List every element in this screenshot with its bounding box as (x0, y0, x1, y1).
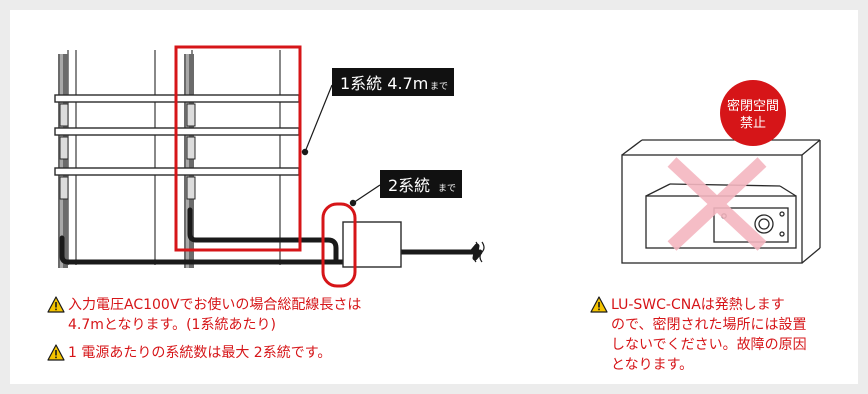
led-fixtures (59, 103, 196, 200)
badge-line2: 禁止 (740, 116, 766, 131)
note-left-1: 入力電圧AC100Vでお使いの場合総配線長さは 4.7mとなります。(1系統あた… (47, 295, 517, 335)
one-system-highlight (174, 45, 302, 252)
prohibited-cross-icon (667, 157, 767, 251)
wiring-illustration: 1系統 4.7m まで 2系統 まで (54, 45, 821, 288)
callout-two-system-main: 2系統 (388, 176, 430, 195)
power-supply-box (342, 221, 402, 268)
cable-break-marks (473, 241, 485, 263)
callout-two-system-suffix: まで (438, 183, 456, 194)
callout-one-system: 1系統 4.7m まで (332, 68, 454, 96)
warning-icon (47, 296, 65, 313)
callout-one-system-suffix: まで (430, 81, 448, 92)
note-left-2-text: 1 電源あたりの系統数は最大 2系統です。 (68, 345, 332, 361)
callout-two-system: 2系統 まで (380, 170, 462, 198)
warning-icon (590, 296, 608, 313)
note-right: LU-SWC-CNAは発熱します ので、密閉された場所には設置 しないでください… (590, 295, 855, 375)
cables (59, 207, 483, 265)
note-left-2: 1 電源あたりの系統数は最大 2系統です。 (47, 343, 517, 363)
warning-icon (47, 344, 65, 361)
main-panel: 1系統 4.7m まで 2系統 まで (10, 10, 858, 384)
sealed-space-prohibited-badge: 密閉空間 禁止 (720, 80, 786, 146)
shelf-frame (67, 50, 281, 265)
note-right-text: LU-SWC-CNAは発熱します ので、密閉された場所には設置 しないでください… (611, 297, 807, 373)
two-system-highlight (321, 202, 357, 288)
shelf-posts (58, 54, 194, 268)
leader-lines (301, 84, 381, 207)
badge-line1: 密閉空間 (727, 98, 779, 114)
callout-one-system-main: 1系統 4.7m (340, 74, 428, 93)
note-left-1-text: 入力電圧AC100Vでお使いの場合総配線長さは 4.7mとなります。(1系統あた… (68, 297, 362, 333)
